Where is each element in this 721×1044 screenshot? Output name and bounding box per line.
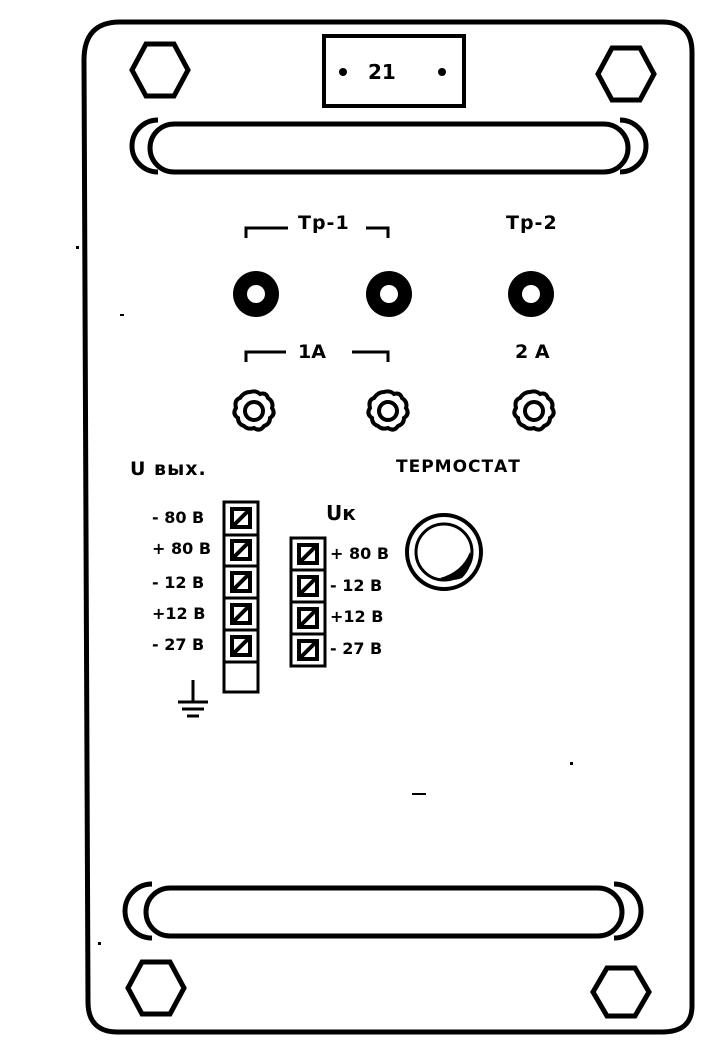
fuse-holder-1 [233,271,279,317]
fuse-group1-rating: 1А [298,341,326,363]
output-terminal-screws [230,507,252,657]
fuse-holder-2 [366,271,412,317]
thermostat-label: ТЕРМОСТАТ [396,457,521,477]
plate-screw-right [438,68,446,76]
control-terminal-label: - 12 В [330,576,383,595]
ground-icon [178,680,208,718]
fuse-group2-rating: 2 А [515,341,550,363]
output-terminal-label: - 27 В [152,635,205,654]
control-terminal-label: + 80 В [330,544,390,563]
number-plate-label: 21 [368,60,396,84]
output-terminal-label: + 80 В [152,539,212,558]
control-terminal-label: - 27 В [330,639,383,658]
lamp-3 [512,389,556,432]
scan-specks [76,246,573,945]
hex-bolt-bottom-left [125,959,187,1017]
thermostat-knob [405,513,483,591]
control-terminal-label: +12 В [330,607,384,626]
hex-bolt-top-left [129,41,191,99]
fuse-holder-3 [508,271,554,317]
control-terminal-block [289,536,327,668]
bottom-handle [122,881,644,941]
control-voltage-title: Uк [326,501,356,525]
panel-outline [81,19,695,1035]
hex-bolt-bottom-right [590,965,652,1019]
output-voltage-title: U вых. [130,458,207,480]
lamp-2 [366,389,410,432]
number-plate [322,34,466,108]
top-handle [129,117,649,175]
output-terminal-label: - 12 В [152,573,205,592]
hex-bolt-top-right [595,45,657,103]
group1-brackets [244,226,390,362]
fuse-group2-label: Тр-2 [506,212,558,234]
control-terminal-screws [297,543,319,661]
lamp-1 [232,389,276,432]
plate-screw-left [339,68,347,76]
fuse-group1-label: Тр-1 [298,212,350,234]
output-terminal-block [222,500,260,694]
output-terminal-label: +12 В [152,604,206,623]
output-terminal-label: - 80 В [152,508,205,527]
